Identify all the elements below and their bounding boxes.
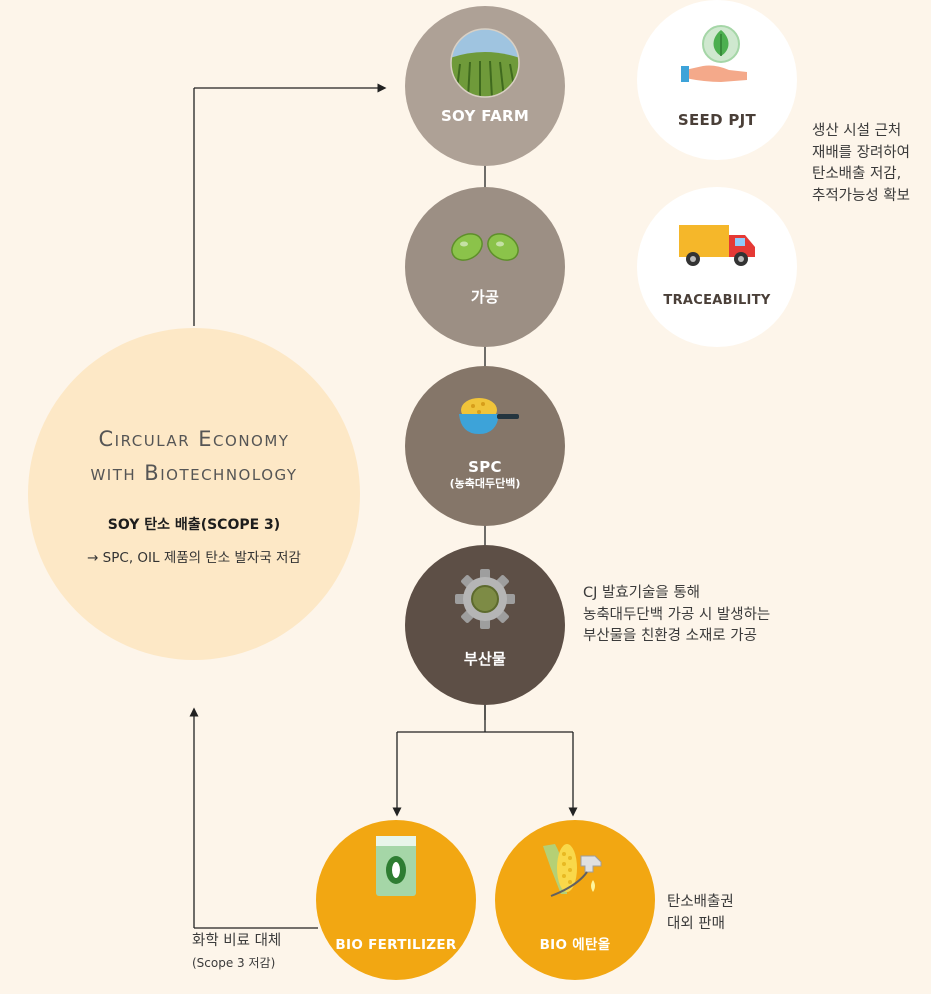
gear-icon	[455, 569, 515, 629]
center-title-line2: with Biotechnology	[90, 461, 298, 485]
note-line: 재배를 장려하여	[812, 144, 910, 161]
byproduct-note: CJ 발효기술을 통해 농축대두단백 가공 시 발생하는 부산물을 친환경 소재…	[583, 583, 770, 648]
seed-pjt-label: SEED PJT	[677, 111, 757, 130]
stage-label: SPC	[468, 458, 502, 477]
seed-note: 생산 시설 근처 재배를 장려하여 탄소배출 저감, 추적가능성 확보	[812, 121, 910, 207]
note-line: CJ 발효기술을 통해	[583, 585, 700, 601]
stage-soy-farm: SOY FARM	[405, 6, 565, 166]
fertilizer-note: 화학 비료 대체 (Scope 3 저감)	[192, 931, 281, 974]
note-line: 화학 비료 대체	[192, 933, 282, 949]
bio-fertilizer-label: BIO FERTILIZER	[335, 937, 457, 954]
scope-description: → SPC, OIL 제품의 탄소 발자국 저감	[87, 550, 301, 566]
note-line: 부산물을 친환경 소재로 가공	[583, 628, 757, 644]
ethanol-note: 탄소배출권 대외 판매	[667, 892, 734, 935]
seed-pjt-circle: SEED PJT	[637, 0, 797, 160]
protein-bowl-icon	[459, 398, 519, 434]
soybeans-icon	[451, 233, 519, 261]
stage-sublabel: (농축대두단백)	[449, 476, 521, 490]
bio-ethanol-circle: BIO 에탄올	[495, 820, 655, 980]
circular-economy-circle: Circular Economy with Biotechnology SOY …	[28, 328, 360, 660]
note-line: 추적가능성 확보	[812, 187, 910, 204]
soy-field-icon	[450, 28, 520, 98]
stage-label: SOY FARM	[440, 107, 530, 126]
stage-label: 부산물	[463, 650, 507, 669]
stage-processing: 가공	[405, 187, 565, 347]
traceability-label: TRACEABILITY	[663, 292, 771, 308]
corn-fuel-icon	[543, 844, 602, 897]
note-line: 대외 판매	[667, 915, 725, 932]
stage-spc: SPC (농축대두단백)	[405, 366, 565, 526]
fertilizer-bag-icon	[376, 836, 416, 896]
note-line: 탄소배출 저감,	[812, 166, 902, 182]
note-line: (Scope 3 저감)	[192, 955, 276, 970]
note-line: 농축대두단백 가공 시 발생하는	[583, 606, 771, 623]
delivery-truck-icon	[679, 225, 755, 266]
stage-label: 가공	[470, 288, 500, 307]
bio-ethanol-label: BIO 에탄올	[539, 937, 611, 954]
center-title-line1: Circular Economy	[98, 427, 290, 451]
seedling-hand-icon	[681, 25, 747, 82]
note-line: 생산 시설 근처	[812, 123, 902, 139]
traceability-circle: TRACEABILITY	[637, 187, 797, 347]
bio-fertilizer-circle: BIO FERTILIZER	[316, 820, 476, 980]
scope-title: SOY 탄소 배출(SCOPE 3)	[107, 517, 281, 533]
note-line: 탄소배출권	[667, 894, 734, 910]
stage-byproduct: 부산물	[405, 545, 565, 705]
